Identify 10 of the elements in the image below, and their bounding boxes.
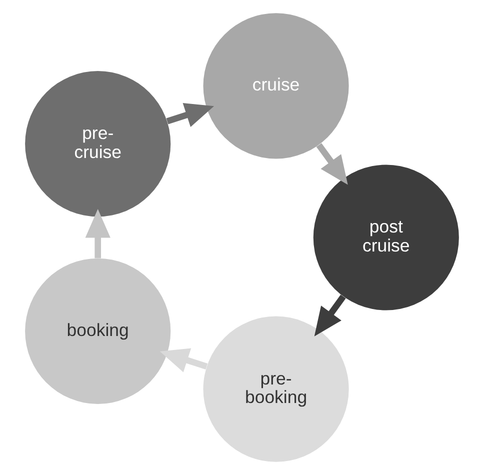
node-circle: booking [24,258,170,404]
arrow [314,294,346,336]
node-circle: pre- cruise [24,71,170,217]
node-circle: cruise [202,13,348,159]
node-circle: pre- booking [202,316,348,462]
arrow [166,103,214,127]
arrow [159,348,208,372]
arrow [84,209,110,258]
node-circle: post cruise [312,164,458,310]
arrow [316,143,348,185]
